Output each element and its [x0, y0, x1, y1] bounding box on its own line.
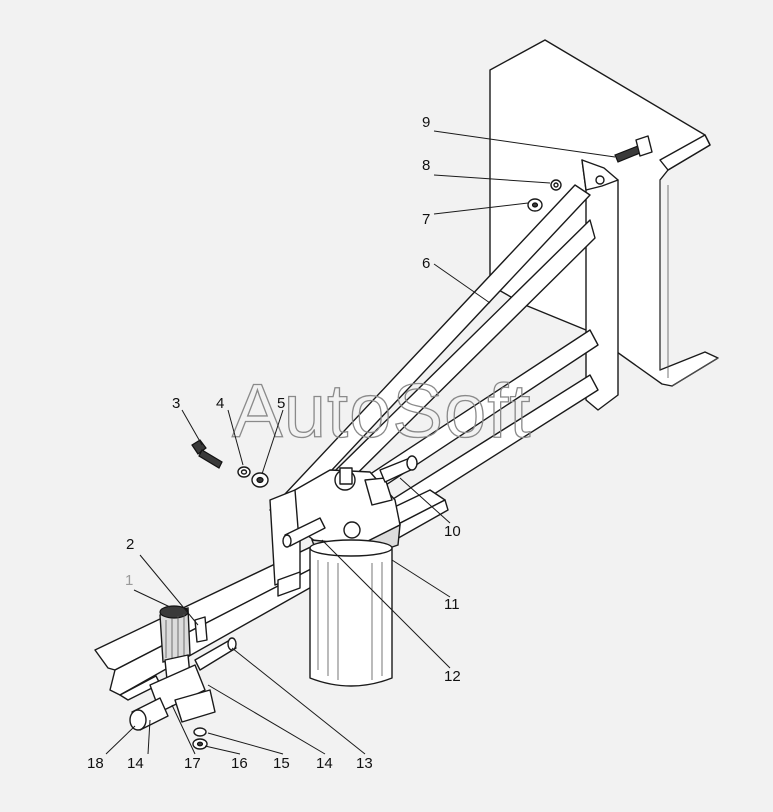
watermark-text: AutoSoft	[232, 369, 532, 454]
callout-7: 7	[422, 211, 430, 228]
callout-9: 9	[422, 114, 430, 131]
callout-17: 17	[184, 755, 201, 772]
callout-4: 4	[216, 395, 224, 412]
washer-4	[237, 466, 251, 478]
callout-8: 8	[422, 157, 430, 174]
callout-12: 12	[444, 668, 461, 685]
callout-16: 16	[231, 755, 248, 772]
leader-lines	[105, 130, 616, 755]
callout-3: 3	[172, 395, 180, 412]
outlet-fitting	[379, 455, 418, 483]
hand-pump	[129, 605, 237, 731]
nut-5	[251, 472, 269, 488]
callout-1: 1	[125, 572, 133, 589]
callout-15: 15	[273, 755, 290, 772]
inlet-fitting	[282, 517, 326, 548]
callout-11: 11	[444, 596, 460, 613]
callout-14-left: 14	[127, 755, 144, 772]
nut-16	[192, 738, 208, 750]
washer-8	[550, 179, 562, 191]
callout-14-right: 14	[316, 755, 333, 772]
bolt-3	[191, 439, 223, 469]
bolt-9	[614, 135, 653, 163]
washer-15	[193, 727, 207, 737]
callout-13: 13	[356, 755, 373, 772]
callout-6: 6	[422, 255, 430, 272]
callout-10: 10	[444, 523, 461, 540]
filter-canister	[309, 539, 393, 687]
callout-18: 18	[87, 755, 104, 772]
callout-2: 2	[126, 536, 134, 553]
bolt-2	[194, 616, 208, 643]
callout-5: 5	[277, 395, 285, 412]
nut-7	[527, 198, 543, 212]
